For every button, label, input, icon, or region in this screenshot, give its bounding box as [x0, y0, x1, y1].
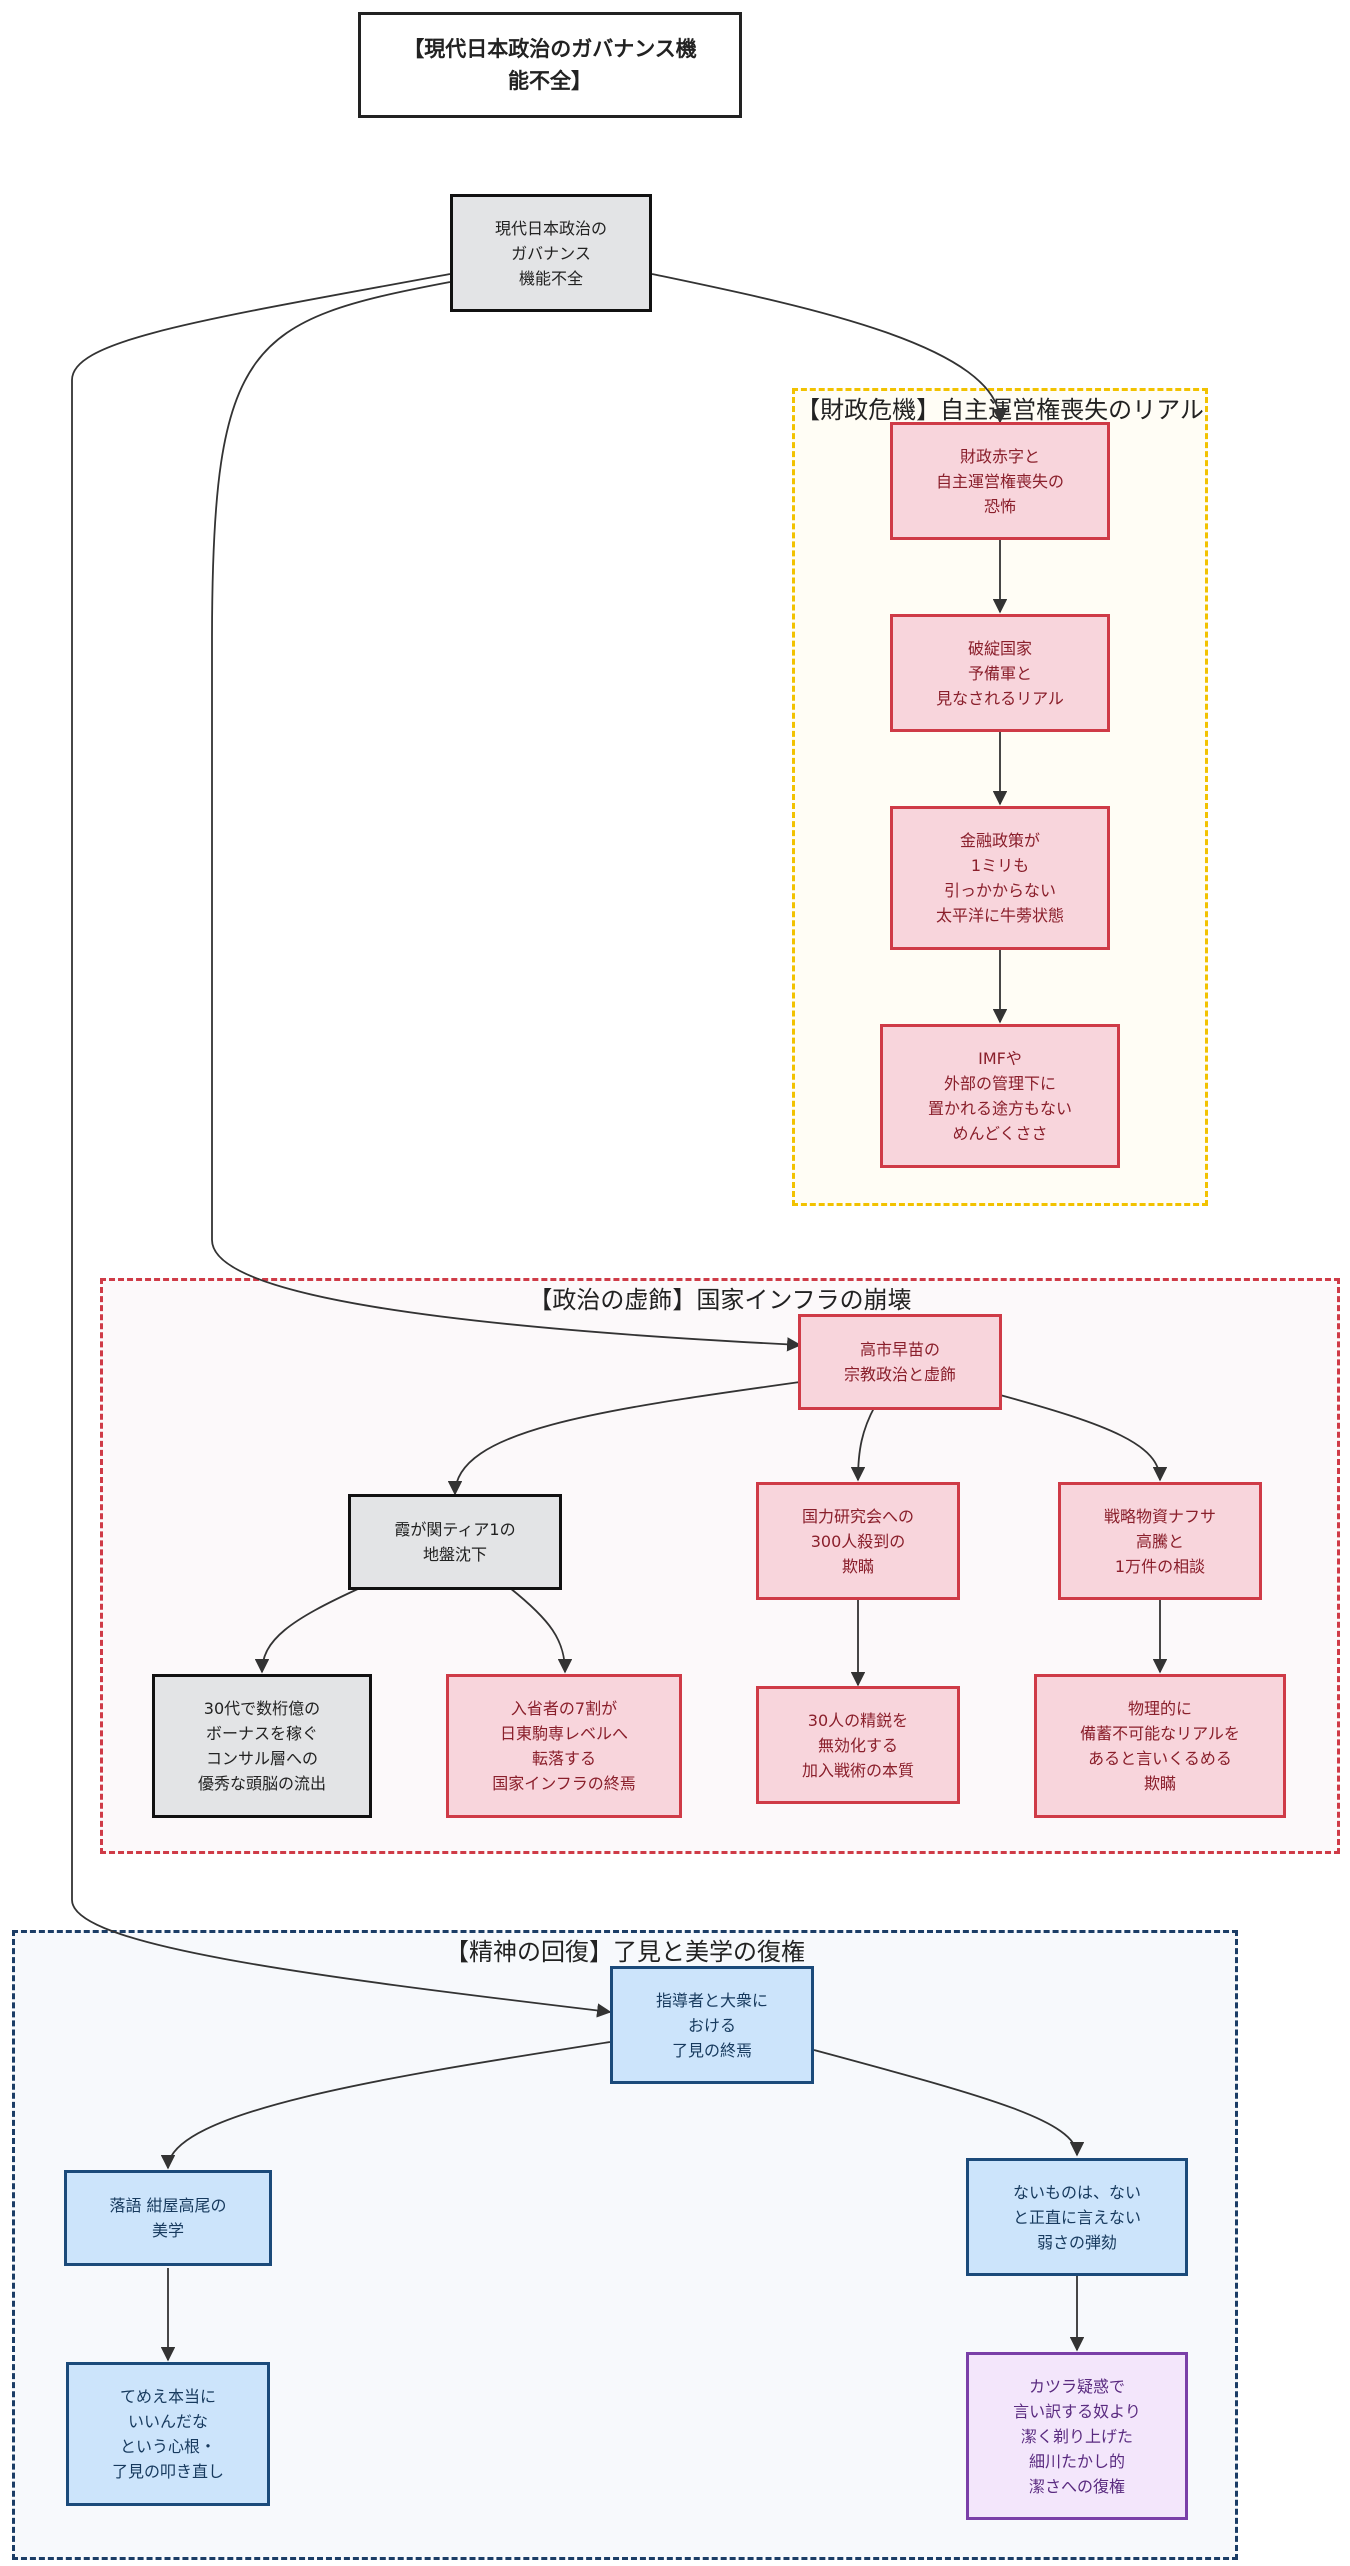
edge-root-p1: [211, 281, 802, 1352]
node-kokorone: てめえ本当に いいんだな という心根・ 了見の叩き直し: [66, 2362, 270, 2506]
node-takaichi: 高市早苗の 宗教政治と虚飾: [798, 1314, 1002, 1410]
node-fiscal-deficit: 財政赤字と 自主運営権喪失の 恐怖: [890, 422, 1110, 540]
node-konya-takao: 落語 紺屋高尾の 美学: [64, 2170, 272, 2266]
cluster-spirit-label: 【精神の回復】了見と美学の復権: [445, 1938, 805, 1966]
node-honesty: ないものは、ない と正直に言えない 弱さの弾劾: [966, 2158, 1188, 2276]
node-kasumigaseki: 霞が関ティア1の 地盤沈下: [348, 1494, 562, 1590]
node-stockpile: 物理的に 備蓄不可能なリアルを あると言いくるめる 欺瞞: [1034, 1674, 1286, 1818]
node-naphtha: 戦略物資ナフサ 高騰と 1万件の相談: [1058, 1482, 1262, 1600]
cluster-finance-label: 【財政危機】自主運営権喪失のリアル: [796, 396, 1204, 424]
node-brain-drain: 30代で数桁億の ボーナスを稼ぐ コンサル層への 優秀な頭脳の流出: [152, 1674, 372, 1818]
node-ryoken-end: 指導者と大衆に おける 了見の終焉: [610, 1966, 814, 2084]
node-kokuryoku: 国力研究会への 300人殺到の 欺瞞: [756, 1482, 960, 1600]
node-recruit-decline: 入省者の7割が 日東駒専レベルへ 転落する 国家インフラの終焉: [446, 1674, 682, 1818]
node-root: 現代日本政治の ガバナンス 機能不全: [450, 194, 652, 312]
node-failed-state: 破綻国家 予備軍と 見なされるリアル: [890, 614, 1110, 732]
diagram-title: 【現代日本政治のガバナンス機 能不全】: [358, 12, 742, 118]
node-imf: IMFや 外部の管理下に 置かれる途方もない めんどくささ: [880, 1024, 1120, 1168]
node-entryism: 30人の精鋭を 無効化する 加入戦術の本質: [756, 1686, 960, 1804]
node-monetary-policy: 金融政策が 1ミリも 引っかからない 太平洋に牛蒡状態: [890, 806, 1110, 950]
node-hosokawa: カツラ疑惑で 言い訳する奴より 潔く剃り上げた 細川たかし的 潔さへの復権: [966, 2352, 1188, 2520]
cluster-politics-label: 【政治の虚飾】国家インフラの崩壊: [528, 1286, 912, 1314]
